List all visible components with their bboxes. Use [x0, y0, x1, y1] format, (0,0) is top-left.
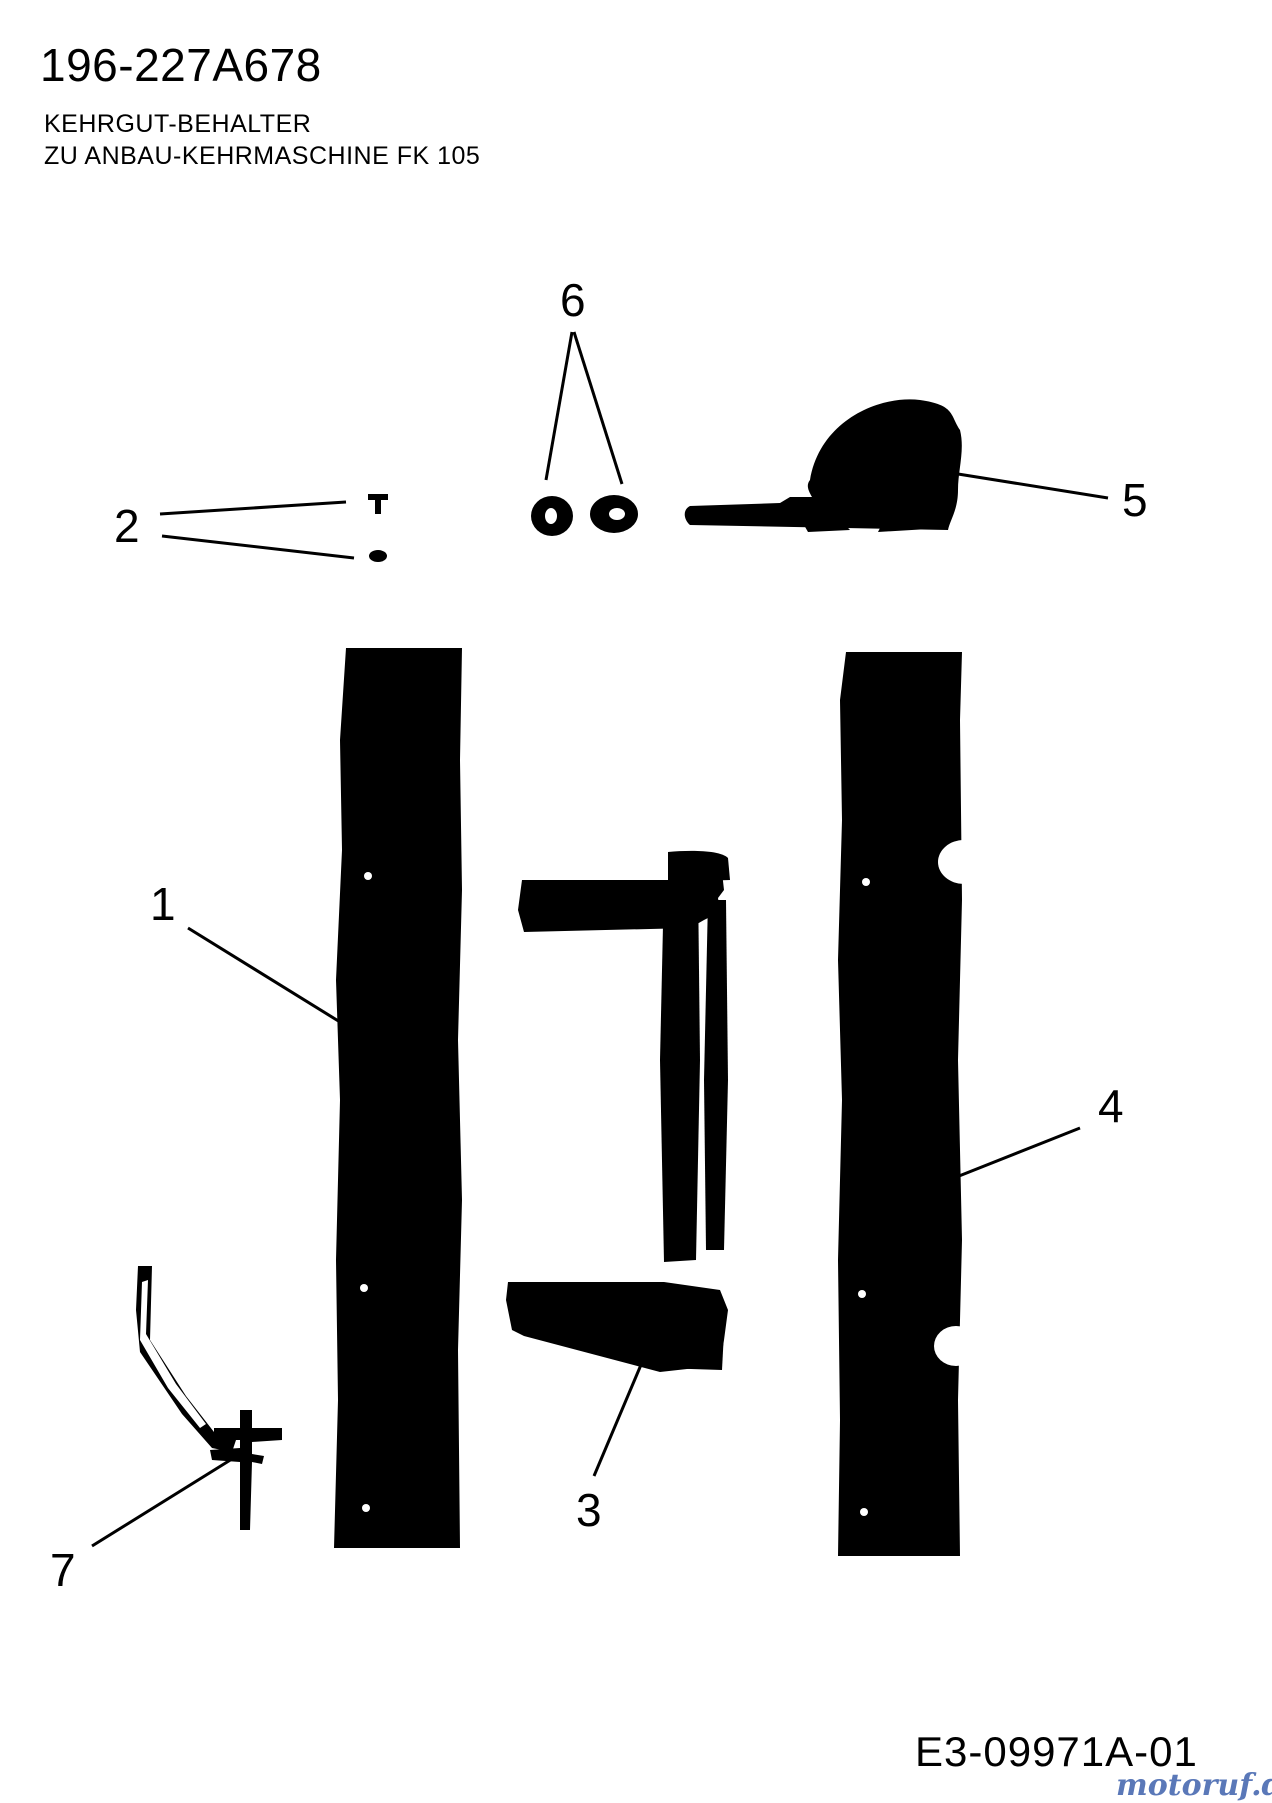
leader-5	[957, 472, 1109, 500]
leader-6-right	[572, 331, 624, 485]
part-3-frame	[506, 850, 730, 1372]
part-number: 196-227A678	[40, 39, 322, 91]
leader-4	[953, 1126, 1081, 1180]
part-5-cover	[684, 399, 962, 532]
leader-1	[187, 926, 341, 1024]
part-7-hook	[136, 1266, 282, 1530]
part-4-side-panel	[838, 652, 990, 1556]
callout-1: 1	[150, 878, 176, 930]
callout-4: 4	[1098, 1080, 1124, 1132]
part-2-screw	[368, 494, 388, 562]
leader-2-lower	[161, 534, 355, 560]
leader-lines	[91, 331, 1109, 1548]
watermark-logo: motoruf.de	[1116, 1768, 1272, 1803]
drawing-code: E3-09971A-01	[915, 1728, 1198, 1775]
title-line-2: ZU ANBAU-KEHRMASCHINE FK 105	[44, 142, 481, 170]
leader-3	[592, 1333, 656, 1477]
callout-7: 7	[50, 1544, 76, 1596]
callout-2: 2	[114, 500, 140, 552]
callout-5: 5	[1122, 474, 1148, 526]
leader-2-upper	[159, 500, 347, 516]
callout-3: 3	[576, 1484, 602, 1536]
title-line-1: KEHRGUT-BEHALTER	[44, 110, 312, 138]
leader-7	[91, 1452, 241, 1548]
callout-6: 6	[560, 274, 586, 326]
part-1-side-panel	[334, 648, 462, 1548]
leader-6-left	[544, 331, 574, 481]
part-6-washers	[531, 495, 638, 536]
